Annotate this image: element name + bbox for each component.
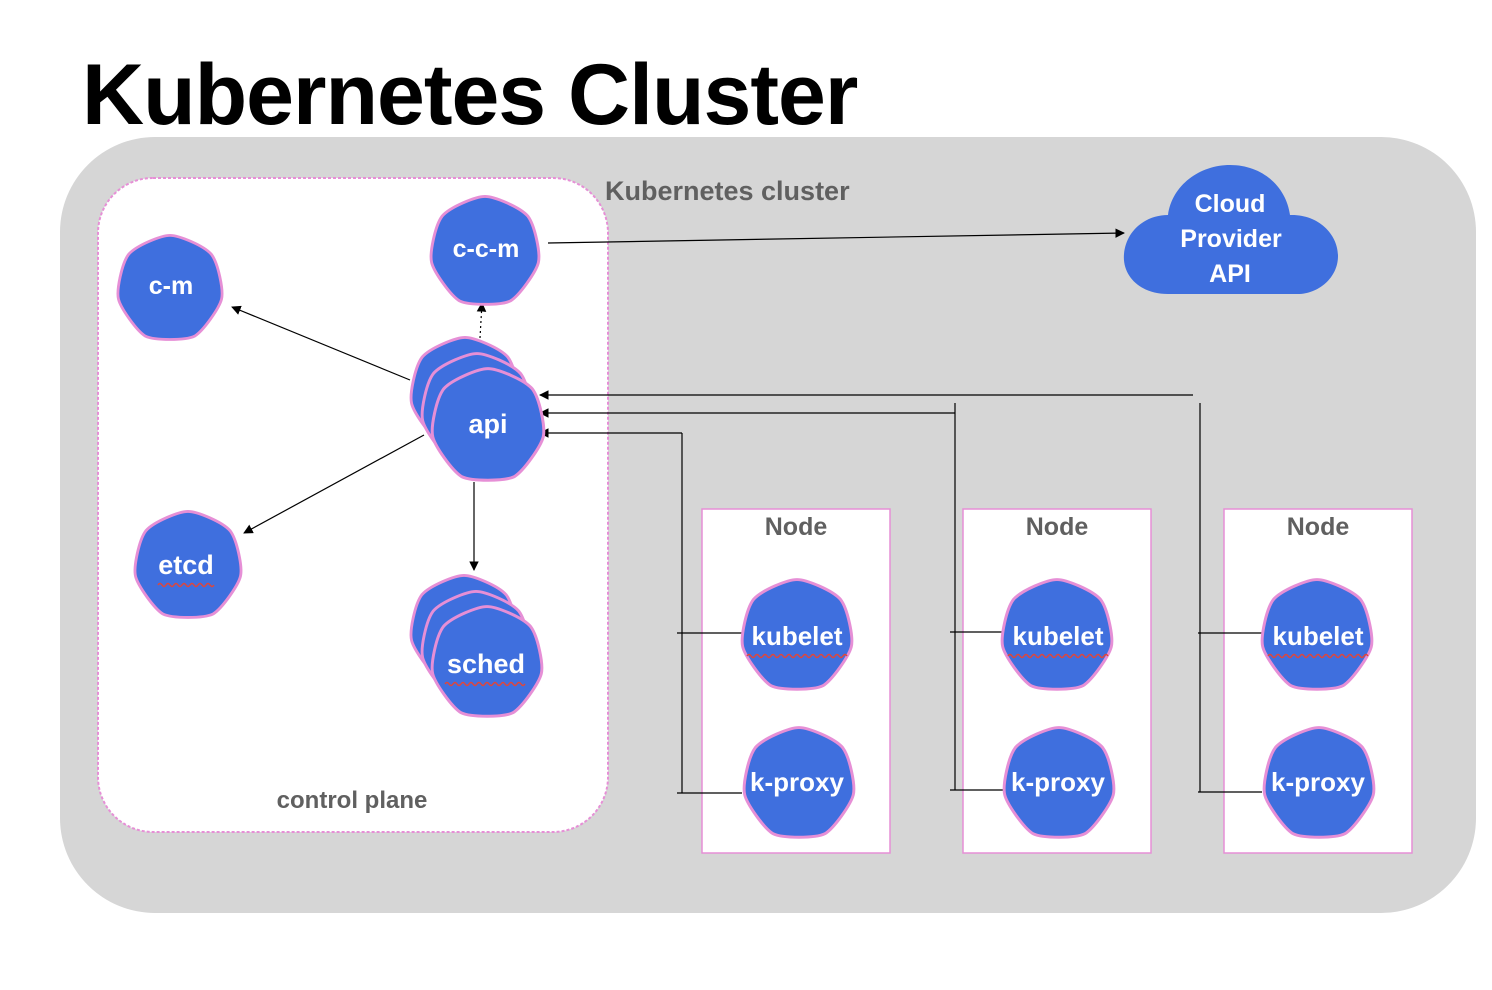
kubelet-spellcheck-underline (746, 653, 848, 659)
node-1-kubelet: kubelet (740, 578, 854, 691)
page-title: Kubernetes Cluster (82, 47, 858, 143)
kubelet-spellcheck-underline (1267, 653, 1369, 659)
component-c-c-m: c-c-m (429, 194, 541, 306)
k-proxy-label: k-proxy (1271, 767, 1365, 797)
node-label-3: Node (1287, 513, 1350, 541)
arrow-api-to-ccm (476, 302, 487, 339)
k-proxy-label: k-proxy (1011, 767, 1105, 797)
c-c-m-label: c-c-m (453, 235, 520, 263)
arrow-ccm-to-cloud (547, 228, 1125, 244)
cloud-label-line-2: Provider (1180, 225, 1282, 253)
component-etcd: etcd (133, 509, 243, 619)
cloud-icon (1123, 165, 1338, 294)
cloud-label-line-1: Cloud (1195, 190, 1266, 218)
kubelet-label: kubelet (1012, 621, 1103, 651)
etcd-label: etcd (158, 550, 214, 580)
arrow-api-to-etcd (243, 434, 425, 534)
kubelet-spellcheck-underline (1007, 653, 1109, 659)
cloud-provider-api: Cloud Provider API (1123, 165, 1338, 294)
component-c-m: c-m (116, 233, 224, 342)
connectors (231, 228, 1262, 794)
cloud-label-line-3: API (1209, 260, 1251, 288)
c-m-label: c-m (149, 272, 193, 300)
component-api: api (409, 335, 546, 482)
node-3-kubelet: kubelet (1260, 578, 1374, 691)
k-proxy-label: k-proxy (750, 767, 844, 797)
api-label: api (468, 409, 507, 439)
component-sched: sched (409, 573, 544, 718)
cluster-label: Kubernetes cluster (605, 176, 850, 206)
node-label-2: Node (1026, 513, 1089, 541)
kubelet-label: kubelet (1272, 621, 1363, 651)
node-2-k-proxy: k-proxy (1002, 726, 1116, 839)
etcd-spellcheck-underline (157, 582, 215, 588)
sched-spellcheck-underline (444, 681, 526, 687)
node-label-1: Node (765, 513, 828, 541)
node-1-k-proxy: k-proxy (742, 726, 856, 839)
node-2-kubelet: kubelet (1000, 578, 1114, 691)
arrow-api-to-cm (231, 305, 411, 381)
node-3-k-proxy: k-proxy (1262, 726, 1376, 839)
control-plane-label: control plane (277, 787, 428, 814)
sched-label: sched (447, 649, 525, 679)
kubelet-label: kubelet (751, 621, 842, 651)
